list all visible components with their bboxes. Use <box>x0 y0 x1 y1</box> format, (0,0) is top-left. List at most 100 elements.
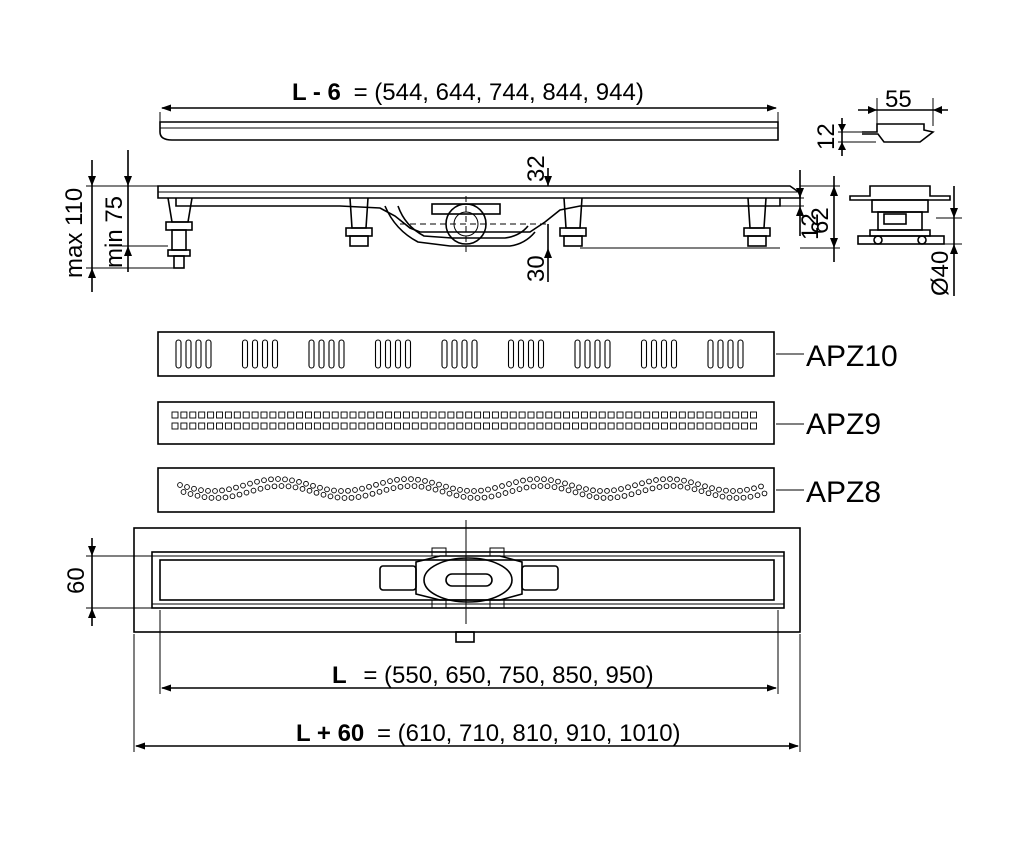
grate-square <box>411 422 419 430</box>
grate-slot <box>461 339 468 369</box>
grate-square <box>376 422 384 430</box>
grate-square <box>233 422 241 430</box>
grate-dot <box>758 483 764 490</box>
grate-square <box>625 422 633 430</box>
grate-square <box>349 422 357 430</box>
grate-dot <box>359 485 365 492</box>
grate-square <box>643 422 651 430</box>
grate-square <box>616 422 624 430</box>
grate-dot <box>674 476 680 483</box>
grate-dot <box>467 494 474 501</box>
grate-dot <box>495 492 502 498</box>
grate-square <box>598 411 606 419</box>
grate-slot <box>574 339 581 369</box>
grate-square <box>269 411 277 419</box>
grate-dot <box>698 488 705 495</box>
grate-square <box>607 411 615 419</box>
grate-apz8 <box>157 467 804 513</box>
grate-dot <box>611 487 617 494</box>
grate-dot <box>187 491 194 497</box>
grate-dot <box>544 483 551 490</box>
grate-slot <box>185 339 192 369</box>
grate-square <box>607 422 615 430</box>
grate-square <box>732 422 740 430</box>
grate-square <box>171 411 179 419</box>
grate-dot <box>369 490 376 497</box>
grate-dot <box>446 490 453 497</box>
grate-square <box>402 411 410 419</box>
profile-height-12: 12 <box>813 123 840 150</box>
grate-dot <box>460 494 467 500</box>
grate-square <box>589 422 597 430</box>
grate-slot <box>241 339 249 369</box>
grate-square <box>661 422 668 430</box>
grate-dot <box>474 495 481 501</box>
grate-dot <box>551 484 558 490</box>
grate-dot <box>583 486 589 492</box>
grate-square <box>643 411 651 419</box>
grate-square <box>678 411 686 419</box>
grate-apz10 <box>157 331 804 377</box>
grate-dot <box>744 486 750 493</box>
grate-dot <box>177 482 183 488</box>
grate-slot <box>338 339 345 369</box>
grate-square <box>402 422 410 430</box>
grate-dot <box>667 476 673 482</box>
grate-square <box>180 411 188 419</box>
grate-dot <box>702 483 708 490</box>
cross-section <box>849 185 962 296</box>
grate-dot <box>761 490 768 497</box>
grate-slot <box>527 339 535 369</box>
grate-dot <box>401 476 407 482</box>
grate-square <box>705 411 713 419</box>
grate-square <box>465 411 473 419</box>
grate-square <box>180 422 188 430</box>
grate-slot <box>308 339 315 369</box>
grate-square <box>207 422 215 430</box>
grate-square <box>741 411 749 419</box>
grate-dot <box>635 489 642 496</box>
grate-dot <box>457 487 463 493</box>
grate-square <box>429 411 437 419</box>
grate-square <box>233 411 241 419</box>
grate-dot <box>191 485 197 492</box>
grate-dot <box>229 493 236 500</box>
grate-dot <box>271 483 278 490</box>
grate-square <box>572 422 579 430</box>
grate-square <box>224 422 232 430</box>
grate-dot <box>320 491 327 498</box>
grate-dot <box>313 489 320 496</box>
leveling-foot-3 <box>559 197 587 247</box>
grate-square <box>669 411 677 419</box>
height-62-dimension: 62 <box>807 207 834 234</box>
grate-dot <box>285 483 292 490</box>
grate-dot <box>618 486 624 492</box>
grate-dot <box>509 488 516 494</box>
grate-square <box>305 411 312 419</box>
grate-square <box>251 422 259 430</box>
grate-square <box>652 422 660 430</box>
grate-dot <box>324 486 330 493</box>
grate-square <box>260 411 268 419</box>
grate-square <box>500 422 508 430</box>
grate-slot <box>451 339 458 369</box>
grate-dot <box>478 487 484 494</box>
grate-square <box>287 422 295 430</box>
grate-dot <box>394 476 400 483</box>
grate-square <box>358 422 366 430</box>
grate-dot <box>408 476 414 482</box>
grate-square <box>340 411 348 419</box>
grate-slot <box>584 339 591 369</box>
grate-dot <box>607 495 614 501</box>
grate-slot <box>717 339 724 369</box>
grate-dot <box>404 483 411 489</box>
grate-dot <box>663 483 670 490</box>
grate-square <box>554 411 562 419</box>
grate-slot <box>604 339 611 369</box>
grate-dot <box>317 484 323 491</box>
grate-square <box>723 411 731 419</box>
grate-dot <box>453 492 460 499</box>
grate-dot <box>247 480 253 487</box>
grate-dot <box>488 493 495 500</box>
grate-square <box>322 422 330 430</box>
